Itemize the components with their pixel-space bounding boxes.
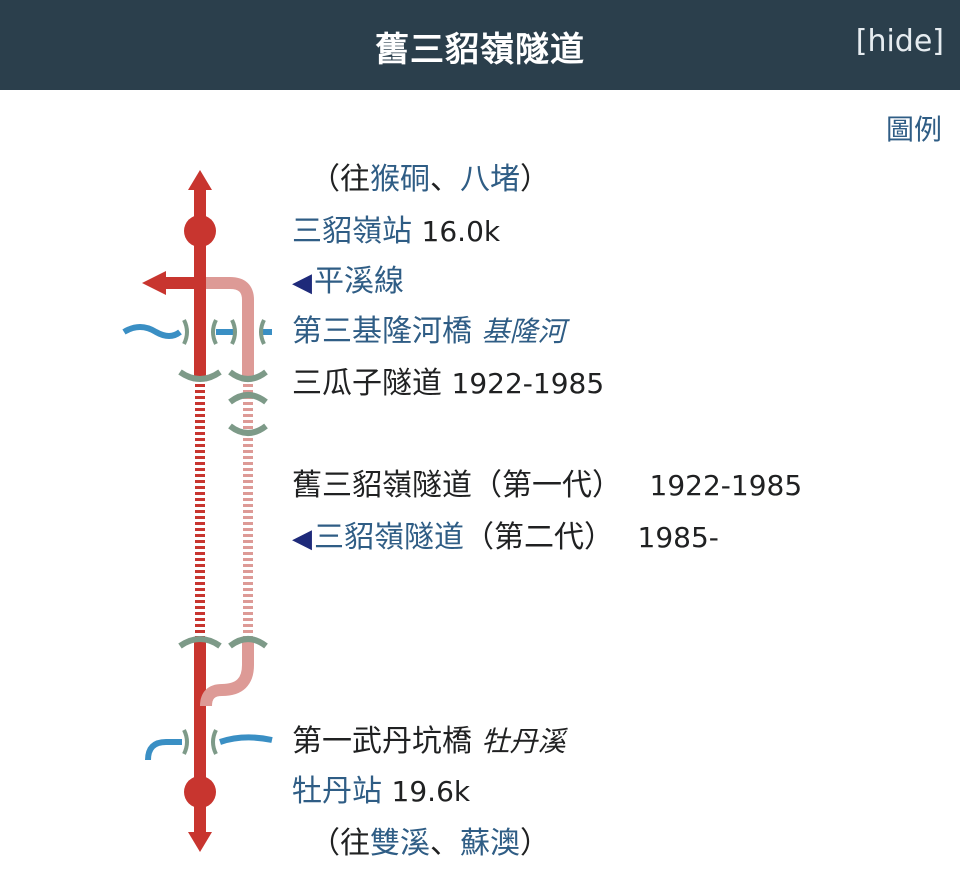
row-mudan-station: 牡丹站 19.6k	[292, 774, 470, 810]
tunnel-generation: （第二代）	[464, 520, 614, 555]
tunnel-years: 1922-1985	[649, 469, 803, 502]
hide-toggle[interactable]: [hide]	[855, 24, 944, 59]
tunnel-portal-icon	[228, 636, 268, 649]
old-line-lower-curve	[200, 642, 254, 707]
river-name: 牡丹溪	[481, 725, 566, 758]
page-title: 舊三貂嶺隧道	[375, 30, 585, 70]
row-north-direction: （往猴硐、八堵）	[310, 162, 550, 197]
old-line-upper-curve	[206, 277, 254, 378]
row-pingxi-line: ◀平溪線	[292, 264, 404, 301]
row-south-direction: （往雙溪、蘇澳）	[310, 826, 550, 861]
link-shuangxi[interactable]: 雙溪	[370, 826, 430, 861]
link-sandiaoling-tunnel[interactable]: 三貂嶺隧道	[314, 520, 464, 555]
km-label: 19.6k	[391, 775, 471, 808]
legend-link[interactable]: 圖例	[885, 113, 942, 146]
bridge-name: 第一武丹坑橋	[292, 724, 472, 759]
link-third-keelung-bridge[interactable]: 第三基隆河橋	[292, 314, 472, 349]
link-suao[interactable]: 蘇澳	[460, 826, 520, 861]
tunnel-portal-icon	[228, 423, 268, 436]
pingxi-arrow-icon	[142, 271, 166, 295]
link-pingxi-line[interactable]: 平溪線	[314, 264, 404, 299]
tunnel-portal-icon	[228, 369, 268, 382]
branch-arrow-icon: ◀	[292, 268, 312, 298]
link-sandiaoling-station[interactable]: 三貂嶺站	[292, 214, 412, 249]
link-houtong[interactable]: 猴硐	[370, 162, 430, 197]
bridge-abutment-icon	[182, 319, 189, 345]
tunnel-name: 三瓜子隧道	[292, 366, 442, 401]
bridge-abutment-icon	[182, 729, 189, 755]
link-keelung-river[interactable]: 基隆河	[481, 315, 566, 348]
bridge-abutment-icon	[230, 319, 237, 345]
row-wudankeng-bridge: 第一武丹坑橋 牡丹溪	[292, 724, 566, 760]
tunnel-name: 舊三貂嶺隧道（第一代）	[292, 468, 622, 503]
south-arrow-icon	[188, 832, 212, 852]
sandiaoling-station-icon	[184, 215, 216, 247]
link-mudan-station[interactable]: 牡丹站	[292, 774, 382, 809]
bridge-abutment-icon	[211, 319, 218, 345]
row-old-tunnel: 舊三貂嶺隧道（第一代） 1922-1985	[292, 468, 802, 504]
mudan-creek-icon	[145, 739, 182, 761]
tunnel-years: 1985-	[637, 521, 719, 554]
infobox-header: 舊三貂嶺隧道 [hide]	[0, 0, 960, 90]
bridge-abutment-icon	[259, 319, 266, 345]
bridge-abutment-icon	[211, 729, 218, 755]
tunnel-portal-icon	[228, 392, 268, 405]
tunnel-portal-icon	[178, 369, 222, 382]
row-keelung-bridge: 第三基隆河橋 基隆河	[292, 314, 566, 350]
tunnel-years: 1922-1985	[451, 367, 605, 400]
link-badu[interactable]: 八堵	[460, 162, 520, 197]
mudan-creek-seg2	[219, 734, 273, 745]
km-label: 16.0k	[421, 215, 501, 248]
row-new-tunnel: ◀三貂嶺隧道（第二代） 1985-	[292, 520, 719, 557]
row-sandiaoling-station: 三貂嶺站 16.0k	[292, 214, 500, 250]
north-arrow-icon	[188, 170, 212, 190]
branch-arrow-icon: ◀	[292, 524, 312, 554]
row-sanguazi-tunnel: 三瓜子隧道 1922-1985	[292, 366, 604, 402]
mudan-station-icon	[184, 776, 216, 808]
tunnel-portal-icon	[178, 636, 222, 649]
keelung-river-icon	[122, 324, 182, 339]
